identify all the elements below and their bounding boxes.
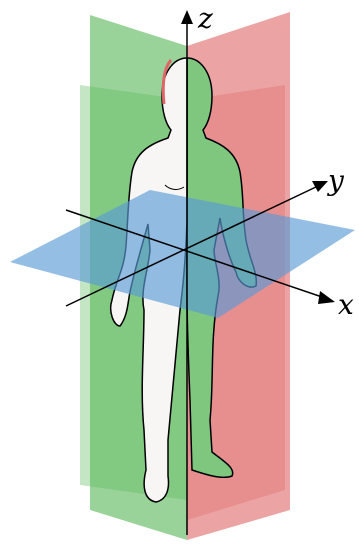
y-axis-arrowhead <box>312 181 328 192</box>
z-axis-arrowhead <box>181 10 193 24</box>
x-axis-arrowhead <box>318 291 335 304</box>
y-axis-label: y <box>326 164 345 197</box>
transverse-plane <box>10 190 355 318</box>
z-axis-label: z <box>197 2 213 35</box>
x-axis-label: x <box>338 288 354 321</box>
